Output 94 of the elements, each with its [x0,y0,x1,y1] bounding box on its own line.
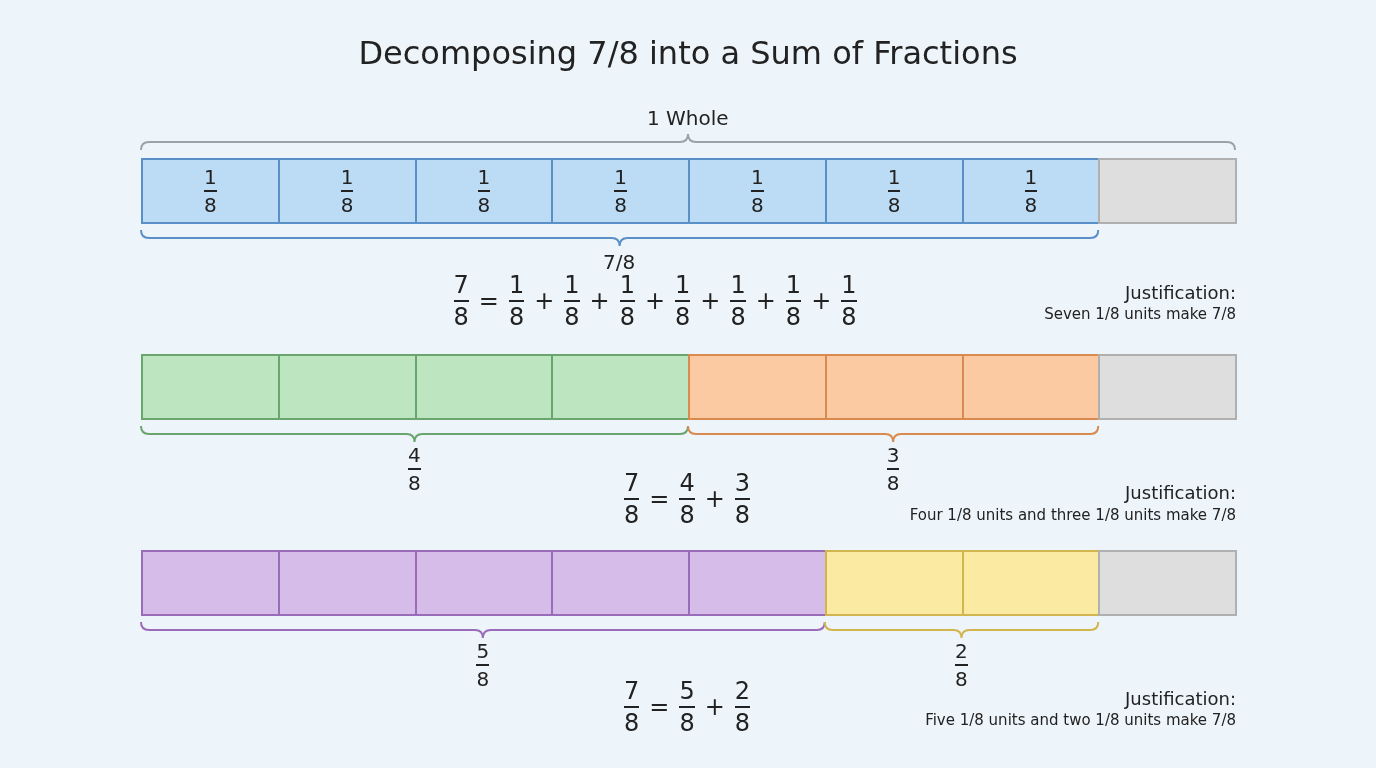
denominator: 8 [886,472,900,494]
bar-segment [688,550,827,616]
denominator: 8 [453,304,469,331]
denominator: 8 [624,502,640,529]
bar-segment [277,354,417,420]
operator: + [700,287,721,316]
bar-segment [1098,550,1237,616]
numerator: 1 [841,272,857,299]
bar-segment [141,354,280,420]
bar-segment [1098,158,1237,224]
bracket-label: 7/8 [603,250,636,274]
operator: + [589,287,610,316]
denominator: 8 [734,502,751,529]
bar-segment [414,550,554,616]
justification-text: Five 1/8 units and two 1/8 units make 7/8 [925,711,1236,729]
operator: + [534,287,555,316]
fraction-cell [414,158,554,224]
denominator: 8 [887,194,901,216]
numerator: 1 [619,272,635,299]
operator: = [649,693,670,722]
numerator: 7 [453,272,469,299]
justification-heading: Justification: [1125,482,1236,503]
fraction-cell [551,158,690,224]
numerator: 5 [679,678,695,705]
numerator: 1 [675,272,691,299]
numerator: 2 [734,678,751,705]
title: Decomposing 7/8 into a Sum of Fractions [357,34,1019,72]
denominator: 8 [785,304,802,331]
justification-heading: Justification: [1125,688,1236,709]
operator: = [649,485,670,514]
justification-heading: Justification: [1125,282,1236,303]
operator: + [811,287,832,316]
fraction-cell [824,158,964,224]
justification-text: Four 1/8 units and three 1/8 units make 7/8 [909,506,1236,524]
denominator: 8 [340,194,354,216]
bar-segment [961,550,1101,616]
denominator: 8 [624,710,640,737]
denominator: 8 [508,304,525,331]
bar-segment [551,354,690,420]
denominator: 8 [679,502,695,529]
denominator: 8 [679,710,695,737]
numerator: 3 [734,470,751,497]
denominator: 8 [751,194,764,216]
fraction-cell [141,158,280,224]
bar-segment [961,354,1101,420]
justification-text: Seven 1/8 units make 7/8 [1044,305,1236,323]
numerator: 4 [679,470,695,497]
bar-segment [1098,354,1237,420]
bar-segment [414,354,554,420]
numerator: 1 [340,166,354,188]
denominator: 8 [476,668,490,690]
operator: + [704,693,725,722]
denominator: 8 [955,668,968,690]
denominator: 8 [1024,194,1038,216]
numerator: 1 [887,166,901,188]
numerator: 7 [624,678,640,705]
denominator: 8 [675,304,691,331]
operator: + [644,287,666,316]
operator: = [478,287,499,316]
denominator: 8 [408,472,421,494]
numerator: 1 [751,166,764,188]
fraction-cell [961,158,1101,224]
numerator: 1 [730,272,746,299]
numerator: 5 [476,640,490,662]
numerator: 4 [408,444,421,466]
numerator: 1 [614,166,627,188]
numerator: 1 [785,272,802,299]
numerator: 1 [477,166,491,188]
bar-segment [824,354,964,420]
numerator: 7 [624,470,640,497]
denominator: 8 [477,194,491,216]
numerator: 1 [564,272,580,299]
numerator: 1 [204,166,217,188]
operator: + [704,485,725,514]
bar-segment [277,550,417,616]
denominator: 8 [734,710,751,737]
fraction-cell [688,158,827,224]
numerator: 3 [886,444,900,466]
denominator: 8 [619,304,635,331]
denominator: 8 [841,304,857,331]
bracket-label: 1 Whole [647,106,729,130]
bar-segment [141,550,280,616]
bar-segment [824,550,964,616]
bar-segment [688,354,827,420]
denominator: 8 [564,304,580,331]
fraction-cell [277,158,417,224]
denominator: 8 [730,304,746,331]
operator: + [755,287,776,316]
denominator: 8 [614,194,627,216]
bar-segment [551,550,690,616]
numerator: 1 [508,272,525,299]
numerator: 1 [1024,166,1038,188]
denominator: 8 [204,194,217,216]
numerator: 2 [955,640,968,662]
